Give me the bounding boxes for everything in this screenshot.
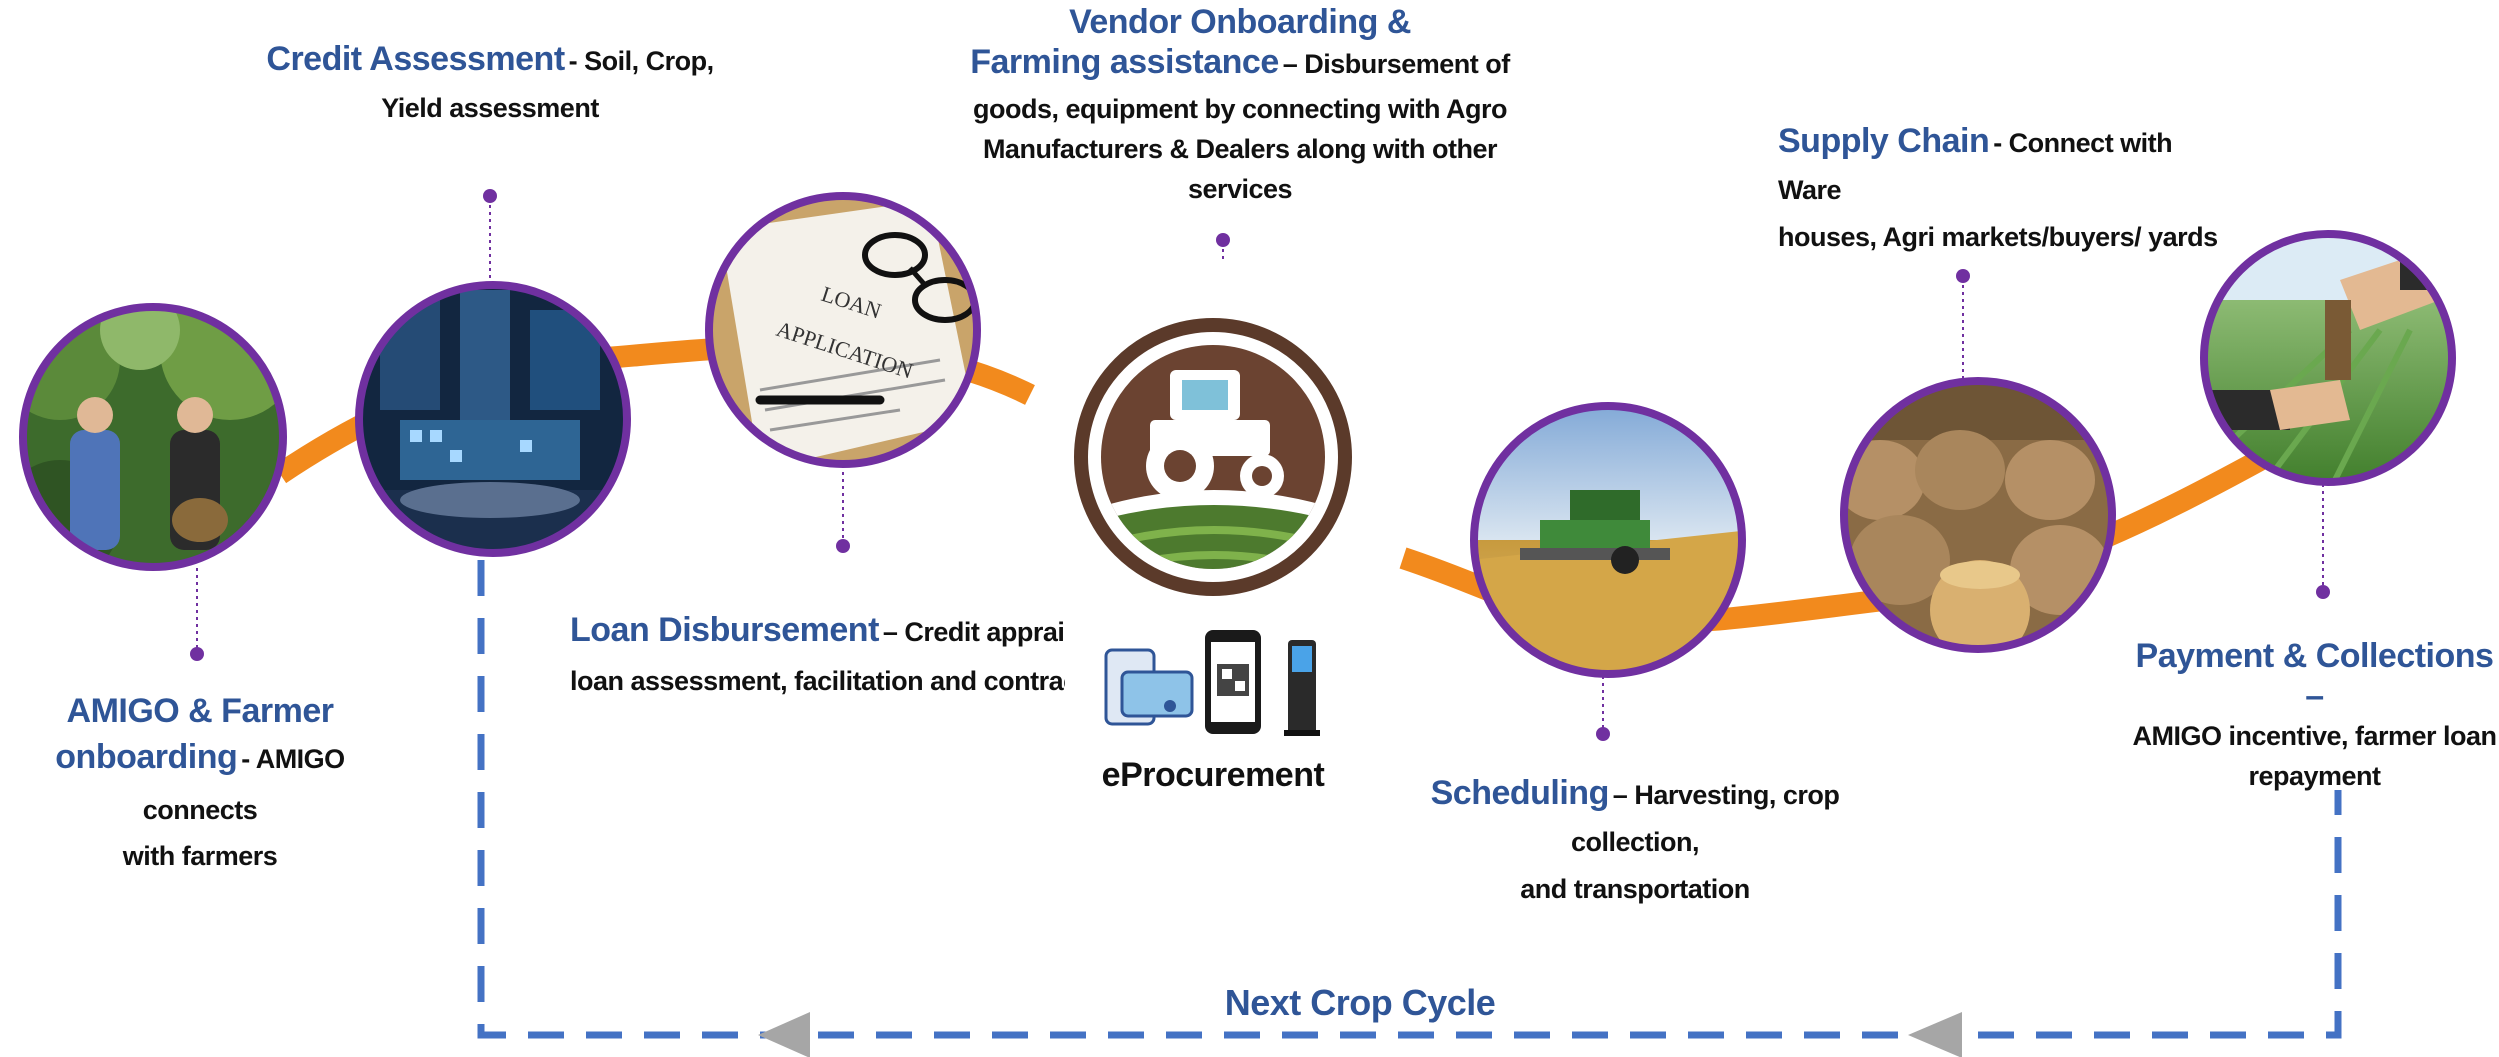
stage-loan-disbursement: Loan Disbursement – Credit apprais loan …: [570, 608, 1065, 703]
next-crop-cycle-label: Next Crop Cycle: [1224, 982, 1496, 1023]
stage-detail: and transportation: [1520, 874, 1750, 904]
stage-heading: Supply Chain: [1778, 122, 1990, 160]
stage-detail: loan assessment, facilitation and contra…: [570, 666, 1065, 696]
stage-heading: Loan Disbursement: [570, 611, 879, 649]
next-cycle-dashed-line: [477, 560, 2342, 1039]
qr-phone-icon: [1205, 630, 1261, 734]
stage-heading: AMIGO & Farmer: [66, 692, 334, 730]
stage-detail: Yield assessment: [381, 93, 599, 123]
stage-scheduling: Scheduling – Harvesting, crop collection…: [1365, 772, 1905, 910]
stage-detail: Manufacturers & Dealers along with other: [982, 134, 1498, 164]
stage-detail: – Disbursement of: [1282, 49, 1511, 79]
eprocurement-label: eProcurement: [1101, 756, 1325, 794]
stage-vendor-onboarding: Vendor Onboarding & Farming assistance –…: [960, 2, 1520, 209]
stage-detail: - AMIGO connects: [142, 744, 345, 825]
stage-amigo-onboarding: AMIGO & Farmer onboarding - AMIGO connec…: [0, 688, 400, 874]
stage-detail: - Connect with Ware: [1778, 128, 2173, 205]
stage-heading: onboarding: [55, 738, 238, 776]
harvester-photo: [1470, 402, 1746, 678]
stage-credit-assessment: Credit Assessment - Soil, Crop, Yield as…: [250, 38, 730, 129]
stage-heading: Scheduling: [1430, 774, 1610, 812]
stage-detail: repayment: [2248, 761, 2381, 791]
stage-detail: services: [1187, 174, 1293, 204]
stage-detail: AMIGO incentive, farmer loan: [2132, 721, 2497, 751]
loan-application-photo: LOAN APPLICATION: [705, 192, 981, 468]
stage-supply-chain: Supply Chain - Connect with Ware houses,…: [1778, 120, 2238, 258]
stage-payment-collections: Payment & Collections – AMIGO incentive,…: [2130, 636, 2499, 796]
stage-detail: goods, equipment by connecting with Agro: [973, 94, 1508, 124]
grain-sacks-photo: [1840, 377, 2116, 653]
stage-detail: – Harvesting, crop collection,: [1570, 780, 1840, 857]
stage-detail: with farmers: [122, 841, 278, 871]
left-arrow-icon: [1908, 1012, 1962, 1057]
farmers-photo: [19, 303, 287, 571]
connector-lines: [190, 189, 2330, 741]
stage-detail: - Soil, Crop,: [568, 46, 715, 76]
stage-heading: Vendor Onboarding &: [1069, 3, 1411, 41]
stage-detail: – Credit apprais: [882, 617, 1065, 647]
left-arrow-icon: [758, 1012, 810, 1057]
digital-technology-photo: [355, 281, 631, 557]
handshake-field-photo: [2200, 230, 2456, 486]
stage-heading: Payment & Collections –: [2135, 637, 2494, 715]
stage-detail: houses, Agri markets/buyers/ yards: [1778, 222, 2218, 252]
card-payment-icon: [1104, 648, 1194, 726]
stage-heading: Credit Assessment: [266, 40, 565, 78]
tractor-icon: [1074, 318, 1352, 596]
kiosk-terminal-icon: [1284, 640, 1320, 736]
stage-heading: Farming assistance: [970, 43, 1279, 81]
